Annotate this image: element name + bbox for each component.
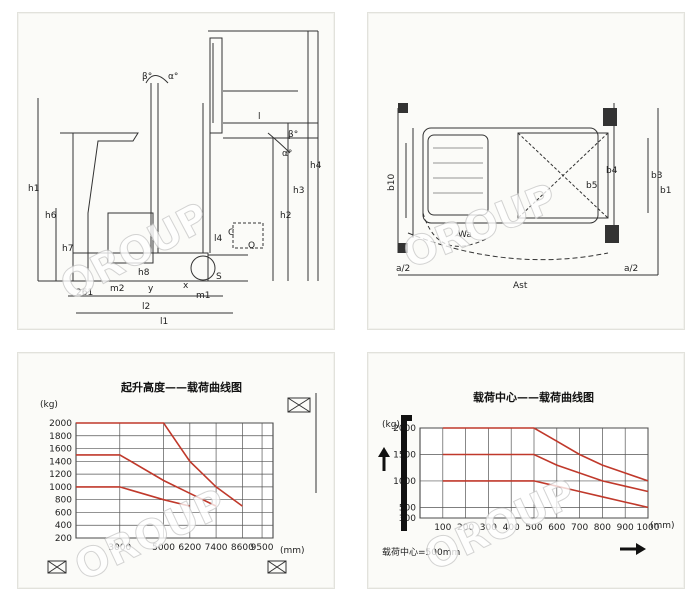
x-tick-label: 500 [525, 523, 542, 533]
x-unit-label: (mm) [280, 546, 305, 556]
x-tick-label: 700 [571, 523, 588, 533]
y-tick-label: 300 [399, 514, 416, 524]
series-line [76, 422, 243, 507]
label-h8: h8 [138, 268, 150, 278]
plot-area [75, 422, 274, 539]
x-tick-label: 900 [617, 523, 634, 533]
load-center-note: 载荷中心=500mm [382, 546, 460, 558]
label-a2-left: a/2 [396, 264, 410, 274]
label-b3: b3 [651, 171, 662, 181]
series-line [442, 480, 649, 509]
lift-height-load-chart: 2000 1800 1600 1400 1200 1000 800 600 400 200 3000… [40, 380, 317, 588]
y-unit-label: (kg) [40, 400, 58, 410]
x-tick-label: 400 [503, 523, 520, 533]
x-tick-label: 7400 [205, 543, 228, 553]
x-tick-label: 200 [457, 523, 474, 533]
pallet-icon [287, 393, 317, 493]
label-ast: Ast [513, 281, 528, 291]
series-line [76, 454, 217, 507]
pallet-icon [47, 560, 67, 574]
label-wa: Wa [458, 230, 472, 240]
label-alpha-2: α° [282, 149, 292, 159]
label-h2: h2 [280, 211, 291, 221]
up-arrow-icon [378, 447, 390, 471]
x-tick-label: 600 [548, 523, 565, 533]
right-arrow-icon [620, 543, 646, 555]
label-b1: b1 [660, 186, 671, 196]
label-b4: b4 [606, 166, 618, 176]
x-tick-label: 1000 [637, 523, 660, 533]
label-261: 261 [76, 288, 93, 298]
watermark: OROUP [397, 175, 563, 278]
label-a2-right: a/2 [624, 264, 638, 274]
pallet-icon [267, 560, 287, 574]
label-l4: l4 [214, 234, 223, 244]
side-view-drawing: β° α° h1 h6 h7 h8 m2 m1 y x l2 l1 261 C … [28, 30, 322, 327]
top-view-drawing: b10 b1 b3 b4 b5 Wa a/2 a/2 Ast OROUP [387, 103, 671, 291]
label-h1: h1 [28, 184, 39, 194]
x-tick-label: 3000 [108, 543, 131, 553]
x-tick-label: 9500 [251, 543, 274, 553]
label-alpha: α° [168, 72, 178, 82]
x-tick-label: 300 [480, 523, 497, 533]
chart-title: 载荷中心——载荷曲线图 [473, 390, 594, 404]
x-tick-label: 100 [434, 523, 451, 533]
y-tick-label: 2000 [49, 419, 72, 429]
y-tick-label: 1400 [49, 457, 72, 467]
y-tick-label: 800 [55, 496, 72, 506]
label-beta-2: β° [288, 130, 298, 140]
y-tick-label: 600 [55, 508, 72, 518]
label-q: Q [248, 241, 255, 251]
label-c: C [228, 228, 234, 238]
frame-bracket [401, 415, 412, 531]
y-tick-label: 1600 [49, 445, 72, 455]
label-beta: β° [142, 72, 152, 82]
label-b10: b10 [387, 174, 397, 191]
lift-height-chart-panel: 2000 1800 1600 1400 1200 1000 800 600 400 200 3000… [17, 352, 335, 589]
x-tick-label: 6200 [178, 543, 201, 553]
x-tick-label: 8600 [231, 543, 254, 553]
label-h6: h6 [45, 211, 57, 221]
y-tick-label: 400 [55, 521, 72, 531]
label-x: x [183, 281, 189, 291]
series-line [76, 486, 190, 507]
watermark: OROUP [53, 194, 216, 310]
y-tick-label: 1200 [49, 470, 72, 480]
label-s: S [216, 272, 222, 282]
x-unit-label: (mm) [650, 521, 675, 531]
y-unit-label: (kg) [382, 420, 400, 430]
y-tick-label: 200 [55, 534, 72, 544]
top-view-panel: b10 b1 b3 b4 b5 Wa a/2 a/2 Ast OROUP [367, 12, 685, 330]
label-m2: m2 [110, 284, 125, 294]
chart-title: 起升高度——载荷曲线图 [120, 380, 242, 394]
series-line [442, 427, 649, 482]
series-line [442, 453, 649, 493]
label-h3: h3 [293, 186, 304, 196]
y-tick-label: 1800 [49, 432, 72, 442]
x-tick-label: 800 [594, 523, 611, 533]
label-l2: l2 [142, 302, 150, 312]
side-view-panel: β° α° h1 h6 h7 h8 m2 m1 y x l2 l1 261 C … [17, 12, 335, 330]
label-l1: l1 [160, 317, 168, 327]
label-h4: h4 [310, 161, 322, 171]
label-b5: b5 [586, 181, 597, 191]
label-l: l [258, 112, 261, 122]
y-tick-label: 500 [399, 503, 416, 513]
y-tick-label: 1000 [49, 483, 72, 493]
label-m1: m1 [196, 291, 211, 301]
label-y: y [148, 284, 154, 294]
label-h7: h7 [62, 244, 73, 254]
x-tick-label: 5000 [152, 543, 175, 553]
